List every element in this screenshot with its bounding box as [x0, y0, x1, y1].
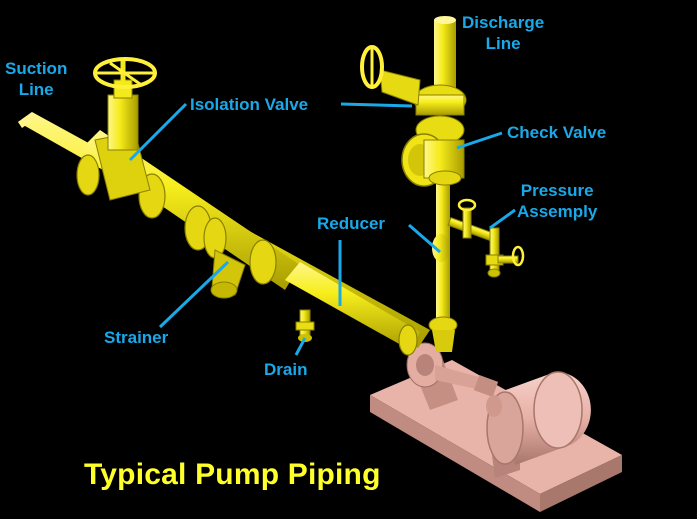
leader-reducer — [408, 223, 441, 254]
leader-isolation-valve-left — [128, 102, 188, 162]
label-reducer: Reducer — [317, 214, 386, 233]
label-drain: Drain — [264, 360, 308, 379]
diagram-title: Typical Pump Piping — [84, 458, 381, 491]
leader-lines — [128, 102, 516, 356]
label-isolation-valve: Isolation Valve — [190, 95, 309, 114]
leader-strainer — [158, 260, 230, 329]
motor — [486, 371, 591, 478]
drain-valve — [295, 309, 315, 342]
leader-pressure-assembly — [489, 208, 516, 230]
label-check-valve: Check Valve — [507, 123, 607, 142]
pressure-assembly — [447, 198, 525, 278]
leader-isolation-valve-right — [340, 102, 413, 108]
label-strainer: Strainer — [104, 328, 169, 347]
suction-flanges — [76, 154, 418, 356]
isolation-valve-suction — [93, 57, 157, 201]
pump-casing — [406, 342, 499, 410]
leader-drain — [294, 337, 307, 356]
check-valve — [401, 133, 465, 187]
strainer — [210, 249, 246, 299]
leader-check-valve — [456, 131, 503, 150]
